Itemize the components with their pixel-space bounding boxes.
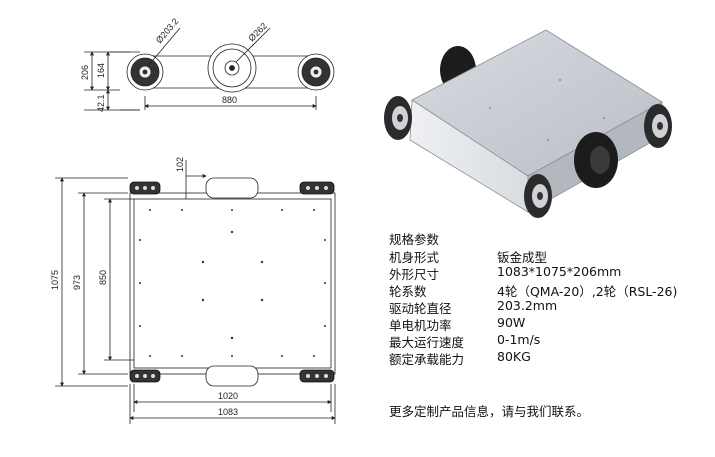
dim-omni-diameter: Ø203.2 bbox=[154, 16, 181, 45]
spec-key: 额定承载能力 bbox=[389, 352, 465, 367]
spec-value: 1083*1075*206mm bbox=[497, 264, 622, 279]
spec-key: 单电机功率 bbox=[389, 318, 452, 333]
spec-value: 0-1m/s bbox=[497, 332, 541, 347]
dim-front-164: 164 bbox=[96, 63, 106, 78]
front-drive-wheel bbox=[207, 43, 257, 93]
dim-top-1075: 1075 bbox=[50, 270, 60, 290]
spec-key: 驱动轮直径 bbox=[389, 301, 452, 316]
dim-top-1020: 1020 bbox=[218, 391, 238, 401]
front-left-omni-wheel bbox=[126, 53, 164, 91]
spec-value: 203.2mm bbox=[497, 298, 558, 313]
spec-key: 轮系数 bbox=[389, 284, 427, 299]
dim-front-42: 42.1 bbox=[96, 94, 106, 112]
top-view bbox=[55, 160, 336, 424]
spec-key: 外形尺寸 bbox=[389, 267, 440, 282]
front-view bbox=[84, 27, 335, 111]
spec-value: 80KG bbox=[497, 349, 531, 364]
dim-top-973: 973 bbox=[72, 275, 82, 290]
spec-key: 最大运行速度 bbox=[389, 335, 465, 350]
spec-title: 规格参数 bbox=[389, 232, 440, 247]
dim-front-206: 206 bbox=[80, 65, 90, 80]
spec-key: 机身形式 bbox=[389, 250, 440, 265]
front-right-omni-wheel bbox=[297, 53, 335, 91]
dim-front-880: 880 bbox=[222, 95, 237, 105]
omni-wheel-back-right bbox=[644, 104, 672, 148]
dim-top-1083: 1083 bbox=[218, 407, 238, 417]
omni-wheel-front-left bbox=[384, 96, 412, 140]
chassis-3d-render bbox=[384, 29, 672, 218]
omni-wheel-front-right bbox=[524, 174, 552, 218]
spec-value: 钣金成型 bbox=[497, 250, 548, 265]
dim-top-102: 102 bbox=[175, 157, 185, 172]
dim-top-850: 850 bbox=[98, 270, 108, 285]
drive-wheel-front bbox=[574, 132, 618, 188]
spec-value: 90W bbox=[497, 315, 526, 330]
contact-note: 更多定制产品信息，请与我们联系。 bbox=[389, 404, 590, 419]
spec-value: 4轮（QMA-20）,2轮（RSL-26) bbox=[497, 284, 678, 299]
